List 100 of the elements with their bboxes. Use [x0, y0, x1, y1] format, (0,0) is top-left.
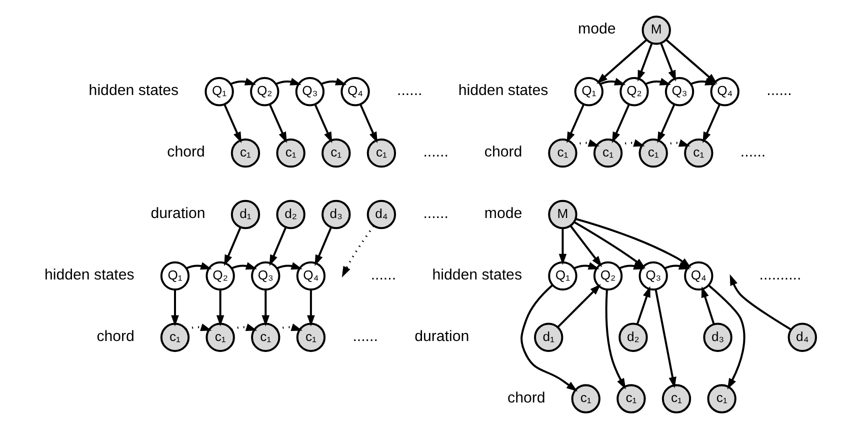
node-circle: Q₁ — [574, 77, 603, 106]
node-circle: Q₂ — [592, 261, 622, 291]
arrow — [660, 42, 676, 82]
arrow — [569, 225, 602, 268]
arrow — [185, 324, 212, 332]
arrow — [268, 104, 286, 144]
arrow — [230, 324, 257, 332]
node-circle: Q₂ — [619, 77, 648, 106]
node-circle: M — [548, 200, 577, 230]
label: .......... — [758, 266, 801, 284]
node-circle: Q₃ — [250, 261, 280, 291]
node-circle: d₁ — [534, 322, 563, 352]
arrow — [618, 139, 644, 147]
label: ...... — [422, 205, 448, 222]
label: mode — [484, 205, 522, 222]
node-circle: d₃ — [321, 200, 350, 230]
arrow — [707, 284, 745, 390]
arrow — [566, 104, 584, 144]
arrow — [637, 42, 652, 82]
arrow — [230, 262, 257, 270]
node-circle: c₁ — [706, 384, 736, 414]
arrow — [690, 78, 716, 86]
arrow — [604, 290, 626, 390]
arrow — [573, 139, 599, 147]
node-circle: Q₄ — [710, 77, 739, 106]
node-circle: c₁ — [205, 322, 234, 352]
node-circle: d₄ — [787, 322, 816, 352]
node-circle: Q₃ — [638, 261, 668, 291]
label: mode — [578, 20, 616, 38]
node-circle: Q₃ — [664, 77, 694, 106]
arrow — [573, 262, 600, 270]
arrow — [611, 104, 630, 144]
arrow — [276, 262, 302, 270]
arrow — [618, 262, 644, 270]
arrow — [654, 289, 676, 388]
arrow — [261, 290, 270, 326]
arrow — [314, 104, 332, 144]
arrow — [223, 104, 242, 144]
node-circle: d₄ — [366, 200, 396, 230]
arrow — [224, 226, 241, 266]
arrow — [636, 286, 650, 325]
node-circle: c₁ — [570, 384, 600, 414]
node-circle: c₁ — [548, 138, 577, 168]
arrow — [596, 39, 647, 84]
arrow — [558, 228, 566, 265]
arrow — [314, 226, 332, 266]
node-circle: c₁ — [160, 322, 190, 352]
arrow — [185, 262, 212, 270]
node-circle: Q₂ — [205, 261, 234, 291]
arrow — [664, 262, 690, 270]
arrow — [665, 38, 717, 84]
label: chord — [507, 389, 545, 406]
node-circle: c₁ — [684, 138, 713, 168]
node-circle: c₁ — [592, 138, 622, 168]
label: chord — [484, 144, 522, 161]
label: hidden states — [432, 266, 522, 284]
node-circle: c₁ — [296, 322, 326, 352]
node-circle: Q₁ — [548, 261, 577, 291]
arrow — [170, 290, 178, 326]
label: ...... — [352, 328, 378, 345]
label: ...... — [740, 144, 766, 161]
node-circle: Q₄ — [296, 261, 326, 291]
arrow — [556, 284, 600, 328]
node-circle: c₁ — [321, 138, 350, 168]
arrow — [700, 286, 714, 324]
node-circle: Q₁ — [204, 77, 234, 106]
arrow — [216, 290, 224, 326]
arrow — [359, 104, 377, 144]
label: ...... — [422, 144, 448, 161]
node-circle: M — [641, 16, 670, 45]
label: ...... — [370, 266, 396, 284]
label: duration — [150, 205, 205, 222]
node-circle: d₃ — [702, 322, 732, 352]
arrow — [729, 274, 791, 330]
arrow — [230, 78, 256, 86]
node-circle: d₂ — [276, 200, 305, 230]
arrow — [306, 290, 314, 326]
node-circle: Q₁ — [160, 261, 190, 291]
arrow — [320, 78, 346, 86]
label: hidden states — [88, 82, 178, 100]
node-circle: Q₂ — [250, 77, 279, 106]
node-circle: c₁ — [366, 138, 396, 168]
label: ...... — [396, 82, 422, 100]
label: chord — [166, 144, 204, 161]
label: duration — [414, 328, 469, 345]
arrow — [664, 139, 690, 147]
node-circle: c₁ — [250, 322, 280, 352]
arrow — [644, 78, 671, 86]
arrow — [599, 78, 626, 86]
arrow — [275, 78, 301, 86]
node-circle: Q₄ — [340, 77, 370, 106]
node-circle: Q₃ — [294, 77, 324, 106]
arrow — [268, 226, 286, 266]
node-circle: d₂ — [618, 322, 648, 352]
node-circle: c₁ — [638, 138, 668, 168]
node-circle: c₁ — [661, 384, 691, 414]
label: hidden states — [458, 82, 548, 100]
label: chord — [96, 328, 134, 345]
node-circle: c₁ — [616, 384, 646, 414]
arrow — [702, 104, 720, 144]
